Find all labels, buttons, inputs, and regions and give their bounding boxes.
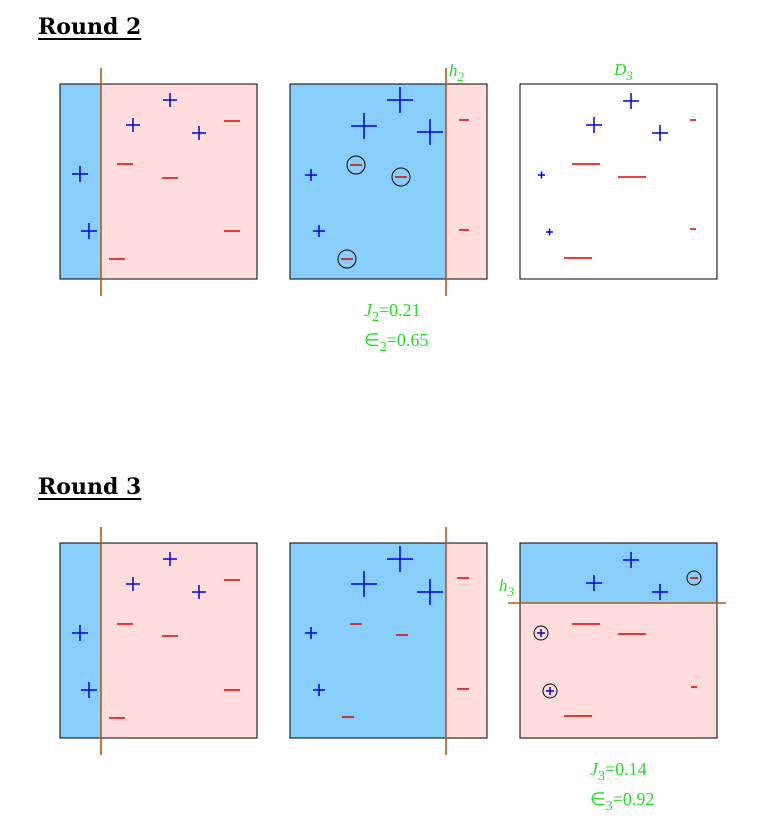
plus-sign <box>417 119 443 145</box>
plus-sign <box>351 571 377 597</box>
stat-j2: J2=0.21 <box>364 300 421 325</box>
plus-sign <box>305 169 317 181</box>
plus-sign <box>623 552 639 568</box>
plus-sign <box>586 117 602 133</box>
round-3-title: Round 3 <box>38 474 142 500</box>
panel-border <box>519 83 718 280</box>
misclassified-points <box>533 570 702 699</box>
negative-region <box>101 543 257 738</box>
misclassified-circle <box>337 249 357 269</box>
negative-region <box>520 603 717 738</box>
round-3-panel-1 <box>59 527 258 755</box>
plus-sign <box>126 577 140 591</box>
misclassified-circle <box>346 155 366 175</box>
plus-sign <box>652 584 668 600</box>
round-2-panel-2 <box>289 68 488 296</box>
distribution-label-d3: D3 <box>613 60 633 83</box>
round-2-panel-1 <box>59 68 258 296</box>
plus-sign <box>72 166 88 182</box>
minus-points <box>342 577 469 718</box>
negative-region <box>446 543 487 738</box>
misclassified-circle <box>542 683 558 699</box>
misclassified-circle <box>686 570 702 586</box>
plus-sign <box>538 171 545 179</box>
minus-points <box>459 119 469 231</box>
plus-sign <box>623 93 639 109</box>
misclassified-circle <box>391 167 411 187</box>
plus-sign <box>192 585 206 599</box>
negative-region <box>101 84 257 279</box>
minus-points <box>564 119 696 259</box>
plus-sign <box>546 228 553 236</box>
plus-sign <box>387 87 413 113</box>
minus-points <box>564 623 697 717</box>
hypothesis-label-h2: h2 <box>449 61 465 84</box>
panel-border <box>59 83 258 280</box>
positive-region <box>290 84 446 279</box>
plus-sign <box>192 126 206 140</box>
round-2-title: Round 2 <box>38 14 142 40</box>
stat-j3: J3=0.14 <box>590 759 647 784</box>
plus-sign <box>72 625 88 641</box>
plus-sign <box>305 627 317 639</box>
negative-region <box>446 84 487 279</box>
stat-epsilon3: ∈3=0.92 <box>590 789 654 814</box>
positive-region <box>520 543 717 603</box>
plus-points <box>538 93 668 236</box>
plus-points <box>72 552 206 698</box>
plus-sign <box>163 552 177 566</box>
plus-sign <box>163 93 177 107</box>
stat-epsilon2: ∈2=0.65 <box>364 330 428 355</box>
plus-sign <box>126 118 140 132</box>
hypothesis-label-h3: h3 <box>499 576 515 599</box>
minus-points <box>109 120 240 260</box>
plus-sign <box>81 223 97 239</box>
plus-points <box>586 552 668 600</box>
plus-points <box>305 87 443 237</box>
plus-sign <box>417 579 443 605</box>
plus-sign <box>351 113 377 139</box>
plus-sign <box>586 575 602 591</box>
plus-points <box>305 546 443 696</box>
minus-points <box>109 579 240 719</box>
misclassified-minus-points <box>337 155 411 269</box>
round-2-panel-3 <box>519 83 718 280</box>
round-3-panel-3 <box>508 542 726 739</box>
plus-sign <box>652 125 668 141</box>
plus-sign <box>81 682 97 698</box>
panel-border <box>289 83 488 280</box>
round-3-panel-2 <box>289 527 488 755</box>
plus-sign <box>546 687 554 695</box>
plus-sign <box>313 684 325 696</box>
plus-sign <box>387 546 413 572</box>
positive-region <box>290 543 446 738</box>
panel-border <box>289 542 488 739</box>
plus-points <box>72 93 206 239</box>
misclassified-circle <box>533 625 549 641</box>
panel-border <box>519 542 718 739</box>
panel-border <box>59 542 258 739</box>
plus-sign <box>537 629 545 637</box>
plus-sign <box>313 225 325 237</box>
